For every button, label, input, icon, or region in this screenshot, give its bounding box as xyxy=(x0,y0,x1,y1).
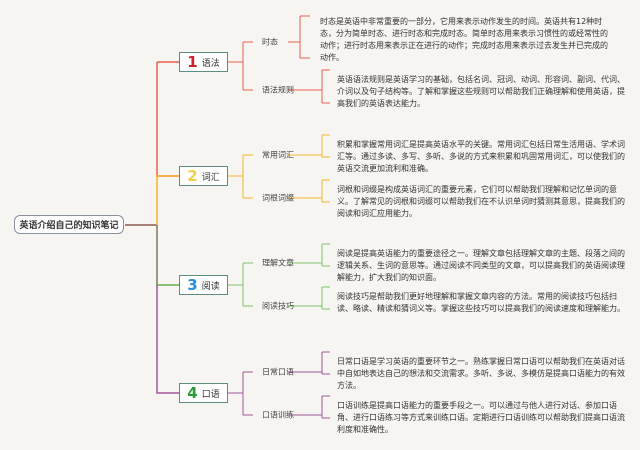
branch-label: 口语 xyxy=(201,389,220,400)
subtopic-roots-affixes[interactable]: 词根词缀 xyxy=(262,193,294,203)
branch-number: 3 xyxy=(187,275,198,294)
note-tense: 时态是英语中非常重要的一部分，它用来表示动作发生的时间。英语共有12种时态，分为… xyxy=(320,17,608,62)
subtopic-daily-speaking[interactable]: 日常口语 xyxy=(262,367,294,377)
branch-reading[interactable]: 3 阅读 xyxy=(179,275,228,295)
branch-speaking[interactable]: 4 口语 xyxy=(179,383,228,403)
branch-label: 语法 xyxy=(201,58,220,69)
branch-number: 2 xyxy=(187,166,198,185)
subtopic-grammar-rules[interactable]: 语法规则 xyxy=(262,85,294,95)
branch-label: 阅读 xyxy=(201,281,220,292)
branch-vocabulary[interactable]: 2 词汇 xyxy=(179,166,228,186)
branch-label: 词汇 xyxy=(201,172,220,183)
subtopic-reading-skills[interactable]: 阅读技巧 xyxy=(262,301,294,311)
note-grammar-rules: 英语语法规则是英语学习的基础，包括名词、冠词、动词、形容词、副词、代词、介词以及… xyxy=(337,75,625,108)
branch-number: 1 xyxy=(187,52,198,71)
branch-number: 4 xyxy=(187,383,198,402)
root-node[interactable]: 英语介绍自己的知识笔记 xyxy=(14,215,124,234)
note-common-words: 积累和掌握常用词汇是提高英语水平的关键。常用词汇包括日常生活用语、学术词汇等。通… xyxy=(337,140,625,173)
subtopic-tense[interactable]: 时态 xyxy=(262,37,278,47)
subtopic-speaking-practice[interactable]: 口语训练 xyxy=(262,410,294,420)
note-reading-skills: 阅读技巧是帮助我们更好地理解和掌握文章内容的方法。常用的阅读技巧包括扫读、略读、… xyxy=(337,292,625,313)
note-roots-affixes: 词根和词缀是构成英语词汇的重要元素，它们可以帮助我们理解和记忆单词的意义。了解常… xyxy=(337,185,625,218)
subtopic-common-words[interactable]: 常用词汇 xyxy=(262,150,294,160)
note-understanding: 阅读是提高英语能力的重要途径之一。理解文章包括理解文章的主题、段落之间的逻辑关系… xyxy=(337,249,625,282)
note-daily-speaking: 日常口语是学习英语的重要环节之一。熟练掌握日常口语可以帮助我们在英语对话中自如地… xyxy=(337,357,625,390)
note-speaking-practice: 口语训练是提高口语能力的重要手段之一。可以通过与他人进行对话、参加口语角、进行口… xyxy=(337,401,625,434)
branch-grammar[interactable]: 1 语法 xyxy=(179,52,228,72)
subtopic-understanding[interactable]: 理解文章 xyxy=(262,258,294,268)
root-title: 英语介绍自己的知识笔记 xyxy=(19,221,119,231)
